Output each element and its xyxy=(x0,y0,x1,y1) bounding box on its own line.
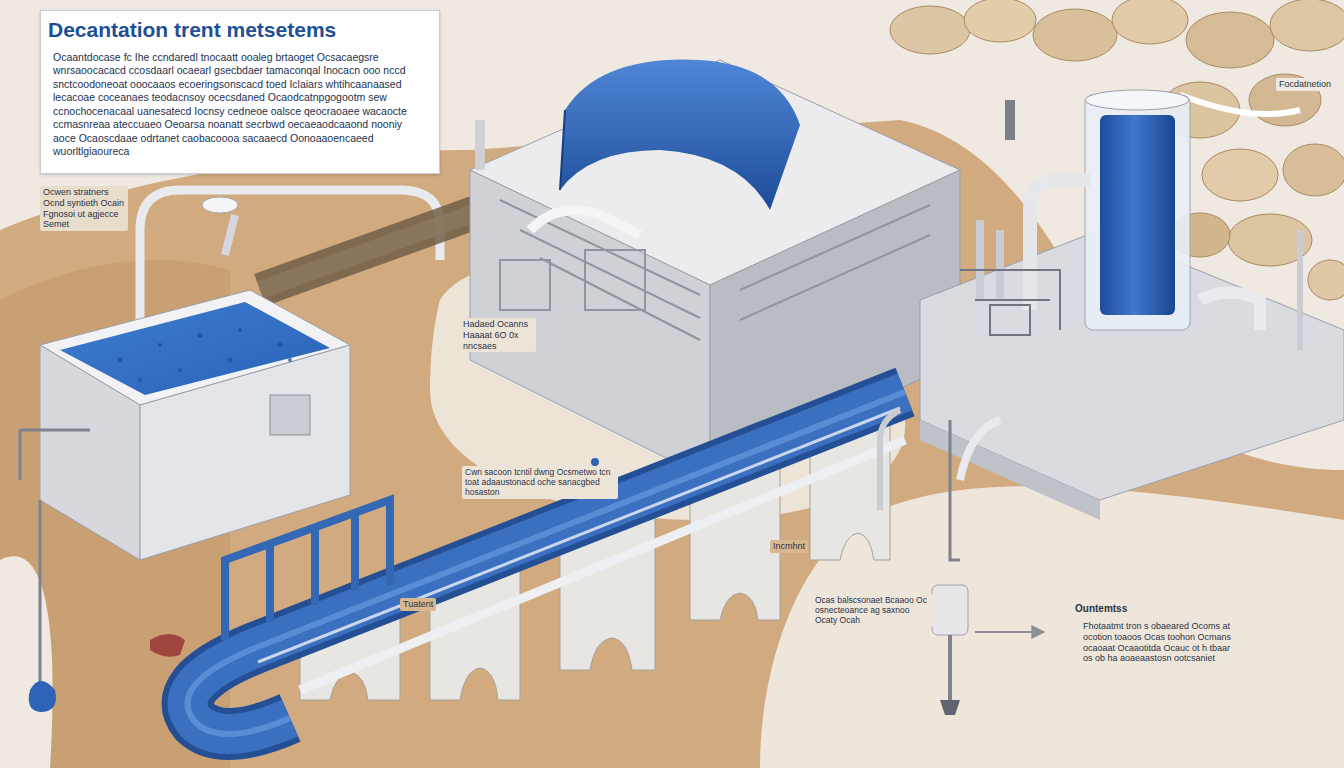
rock-pile-part xyxy=(1033,9,1117,61)
inlet-pipe-part xyxy=(202,197,238,213)
treatment-building-part xyxy=(1005,100,1015,140)
rock-pile-part xyxy=(1180,95,1300,114)
output-heading: Ountemtss xyxy=(1072,602,1130,616)
treatment-building-part xyxy=(560,110,565,190)
rock-pile-part xyxy=(1112,0,1188,44)
filter-tank-part xyxy=(1297,230,1303,350)
riser-pipe-part xyxy=(880,410,900,510)
filter-tank-part xyxy=(960,270,1060,335)
part-label: Focdatnetion xyxy=(1276,78,1334,91)
outlet-chamber xyxy=(932,585,1044,715)
treatment-building-part-part xyxy=(585,250,645,310)
filter-tank-part xyxy=(1200,293,1260,331)
settling-channel-part xyxy=(225,500,390,640)
settling-channel-part-part xyxy=(225,500,390,640)
decantation-basin-part-part xyxy=(138,378,142,382)
channel-note: Cwn sacoon tcntil dwng Ocsmetwo tcn toat… xyxy=(462,466,618,499)
decantation-basin-part xyxy=(118,328,293,382)
outlet-chamber-part xyxy=(932,585,968,635)
decantation-basin-part-part xyxy=(178,368,182,372)
rock-pile-part xyxy=(890,6,970,54)
diagram-title: Decantation trent metsetems xyxy=(48,18,336,42)
stage-label: Hadaed Ocanns Haaaat 6O 0x nncsaes xyxy=(460,318,536,352)
decantation-basin-part-part xyxy=(228,358,233,363)
outlet-chamber-part xyxy=(975,631,1044,633)
rock-pile-part xyxy=(964,0,1036,42)
filter-tank-part xyxy=(1085,95,1190,330)
side-note: Ocwen stratners Ocnd syntieth Ocain Fgno… xyxy=(40,186,128,231)
settling-channel-part xyxy=(188,392,906,734)
treatment-building-part-part xyxy=(740,205,930,320)
decantation-basin-part-part xyxy=(158,343,162,347)
treatment-building-part-part xyxy=(500,260,550,310)
filter-tank-part xyxy=(1085,90,1189,110)
settling-channel-part-part xyxy=(270,515,355,622)
decantation-basin-part-part xyxy=(288,358,292,362)
decantation-basin-part xyxy=(20,430,90,480)
panel-text: Ocaantdocase fc Ihe ccndaredl tnocaatt o… xyxy=(53,51,427,159)
riser-pipe-part xyxy=(591,458,599,466)
part-label: Tuatent xyxy=(400,598,436,611)
outlet-note: Ocas balscsonaet Bcaaoo Oc osnecteoance … xyxy=(812,594,934,627)
treatment-building-part xyxy=(560,60,800,210)
treatment-building-part xyxy=(530,210,640,235)
settling-channel-part xyxy=(258,408,900,662)
inlet-pipe-part xyxy=(225,215,235,255)
filter-tank-part xyxy=(1100,115,1175,315)
decantation-basin-part xyxy=(270,395,310,435)
treatment-building-part xyxy=(475,120,485,170)
rock-pile-part xyxy=(1308,260,1344,300)
rock-pile-part xyxy=(1270,0,1344,51)
filter-tank-part xyxy=(920,420,1100,520)
ground-part xyxy=(0,556,53,768)
settling-channel-part xyxy=(188,392,906,734)
settling-channel-part xyxy=(150,634,185,657)
decantation-basin-part xyxy=(39,500,42,700)
decantation-basin-part xyxy=(29,681,56,712)
filter-tank-part xyxy=(960,420,1000,480)
settling-channel xyxy=(150,392,905,734)
decantation-basin-part xyxy=(40,345,140,560)
output-note: Fhotaatmt tron s obaeared Ocoms at ocoti… xyxy=(1080,620,1236,665)
rock-pile-part xyxy=(1202,149,1278,201)
filter-tank xyxy=(920,90,1344,560)
settling-channel-part xyxy=(188,392,906,734)
decantation-basin-part-part xyxy=(238,328,242,332)
rock-pile-part xyxy=(1283,144,1344,196)
treatment-building-part xyxy=(500,200,930,340)
outlet-chamber-part xyxy=(948,635,952,700)
riser-pipe xyxy=(591,410,900,510)
outlet-chamber-part xyxy=(940,700,960,715)
rock-pile-part xyxy=(1186,12,1274,68)
filter-tank-part-part xyxy=(990,305,1030,335)
decantation-basin-part-part xyxy=(278,343,283,348)
filter-tank-part xyxy=(950,420,960,560)
decantation-basin-part-part xyxy=(118,358,123,363)
decantation-basin-part-part xyxy=(198,333,203,338)
filter-tank-part xyxy=(980,220,1000,300)
filter-tank-part-part xyxy=(960,270,1060,330)
part-label: Incmhnt xyxy=(770,540,808,553)
